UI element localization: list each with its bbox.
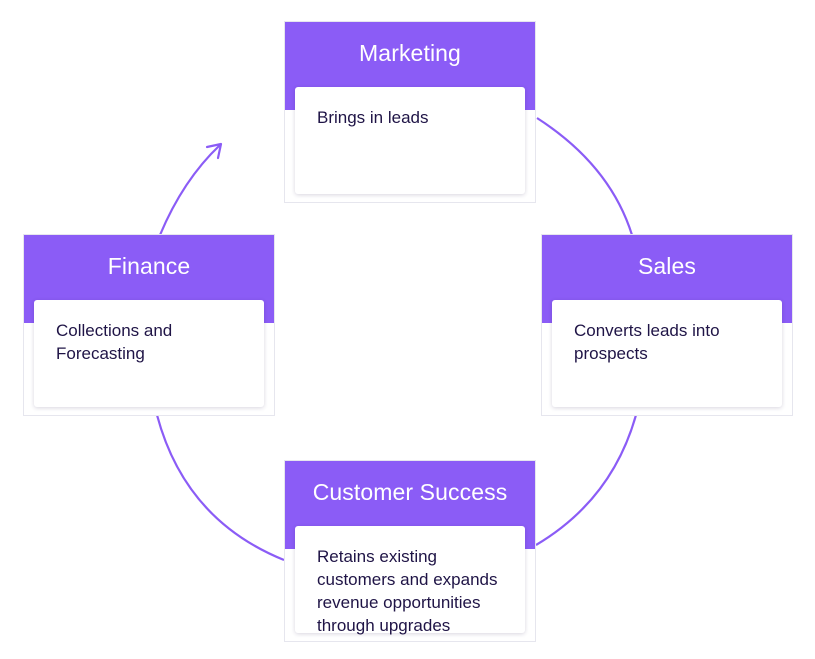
stage-card-customer-success: Customer Success Retains existing custom… [284, 460, 536, 642]
card-body: Converts leads into prospects [552, 300, 782, 407]
card-body: Collections and Forecasting [34, 300, 264, 407]
stage-title: Sales [637, 253, 697, 279]
stage-title: Customer Success [312, 479, 508, 505]
stage-card-sales: Sales Converts leads into prospects [541, 234, 793, 416]
connector-success-finance [155, 414, 285, 562]
stage-card-marketing: Marketing Brings in leads [284, 21, 536, 203]
arrowhead-icon [205, 142, 223, 160]
stage-title: Marketing [359, 40, 461, 66]
stage-description: Retains existing customers and expands r… [317, 547, 498, 635]
stage-card-finance: Finance Collections and Forecasting [23, 234, 275, 416]
connector-finance-marketing [158, 144, 221, 236]
stage-description: Collections and Forecasting [56, 321, 173, 363]
connector-sales-success [535, 414, 638, 546]
card-body: Retains existing customers and expands r… [295, 526, 525, 635]
stage-description: Brings in leads [317, 108, 429, 127]
stage-title: Finance [107, 253, 191, 279]
card-body: Brings in leads [295, 87, 525, 194]
stage-description: Converts leads into prospects [574, 321, 720, 363]
connector-marketing-sales [536, 117, 634, 236]
